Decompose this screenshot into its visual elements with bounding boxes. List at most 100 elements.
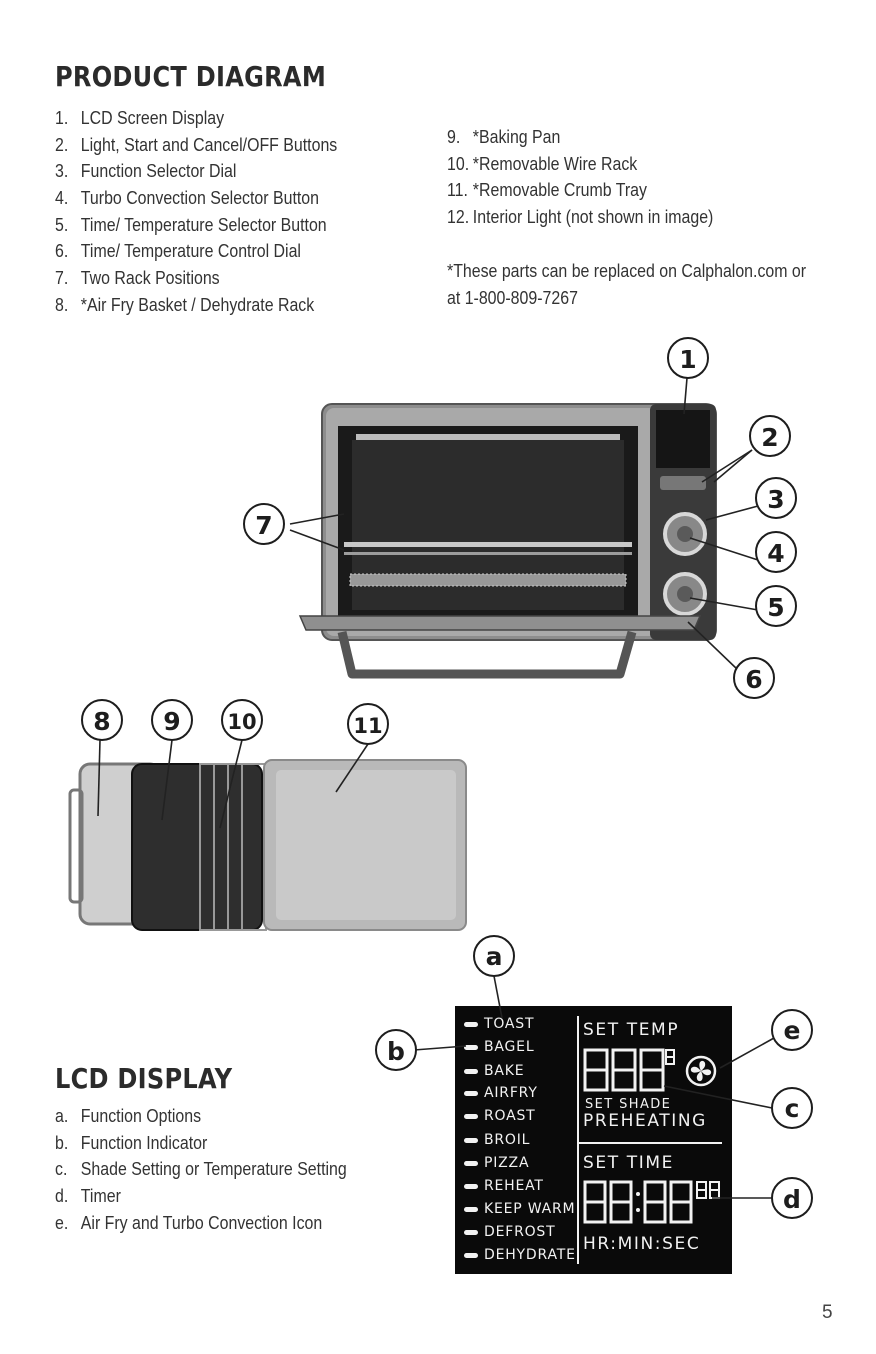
list-item: e.Air Fry and Turbo Convection Icon [55,1211,323,1233]
panel-lcd [656,410,710,468]
page-number: 5 [822,1302,833,1323]
callout-a: a [473,935,515,977]
time-temp-button [677,586,693,602]
callout-7: 7 [243,503,285,545]
function-option: PIZZA [464,1155,529,1171]
callout-d: d [771,1177,813,1219]
callout-label: 4 [767,539,784,568]
callout-label: 7 [255,511,272,540]
list-item: 11.*Removable Crumb Tray [447,179,647,201]
lcd-screen: TOAST BAGEL BAKE AIRFRY ROAST BROIL PIZZ… [455,1006,732,1274]
bottom-element [349,573,627,587]
set-shade-label: SET SHADE [585,1097,672,1112]
callout-label: 2 [761,423,778,452]
callout-label: d [783,1185,801,1214]
callout-e: e [771,1009,813,1051]
callout-label: e [784,1016,801,1045]
callout-4: 4 [755,531,797,573]
door-handle [337,630,637,679]
list-item: 3.Function Selector Dial [55,160,237,182]
function-indicator [464,1090,478,1096]
function-indicator [464,1113,478,1119]
oven-illustration [68,377,759,931]
callout-label: b [387,1037,405,1066]
function-indicator [464,1160,478,1166]
function-option: AIRFRY [464,1085,538,1101]
list-item: 4.Turbo Convection Selector Button [55,187,319,209]
list-item: 9.*Baking Pan [447,126,561,147]
callout-label: 3 [767,485,784,514]
callout-9: 9 [151,699,193,741]
list-item: 8.*Air Fry Basket / Dehydrate Rack [55,293,315,315]
function-indicator [464,1229,478,1235]
callout-label: a [486,942,503,971]
parts-list-left: 1.LCD Screen Display 2.Light, Start and … [55,105,415,319]
function-indicator [464,1183,478,1189]
callout-b: b [375,1029,417,1071]
list-item: 12.Interior Light (not shown in image) [447,206,714,228]
function-option: DEHYDRATE [464,1247,576,1263]
list-item: a.Function Options [55,1105,202,1126]
function-option: KEEP WARM [464,1201,575,1217]
function-option: REHEAT [464,1178,544,1194]
function-option: BROIL [464,1132,530,1148]
top-element [356,434,620,440]
time-digits [583,1180,720,1224]
product-callouts: 1 2 3 4 5 6 7 8 9 10 11 [81,337,797,745]
list-item: b.Function Indicator [55,1131,208,1153]
callout-label: 1 [679,345,696,374]
list-item: 2.Light, Start and Cancel/OFF Buttons [55,133,338,155]
callout-label: 9 [163,707,180,736]
callout-label: 11 [353,714,382,738]
callout-3: 3 [755,477,797,519]
callout-2: 2 [749,415,791,457]
set-time-label: SET TIME [583,1153,674,1173]
turbo-button [677,526,693,542]
callout-1: 1 [667,337,709,379]
preheating-label: PREHEATING [583,1111,707,1131]
function-option: DEFROST [464,1224,555,1240]
crumb-tray-inner [276,770,456,920]
product-diagram-title: PRODUCT DIAGRAM [55,60,327,93]
oven-door [298,615,702,631]
lcd-display-title: LCD DISPLAY [55,1062,233,1095]
lcd-callouts: a b c d e [375,935,813,1219]
function-indicator [464,1206,478,1212]
callout-c: c [771,1087,813,1129]
lcd-legend-list: a.Function Options b.Function Indicator … [55,1103,415,1236]
list-item: 7.Two Rack Positions [55,267,220,289]
function-indicator [464,1044,478,1050]
function-option: ROAST [464,1108,536,1124]
function-indicator [464,1021,478,1027]
list-item: 10.*Removable Wire Rack [447,152,638,174]
list-item: d.Timer [55,1185,121,1207]
callout-6: 6 [733,657,775,699]
callout-10: 10 [221,699,263,741]
leader-lines [97,377,759,829]
list-item: 6.Time/ Temperature Control Dial [55,240,301,262]
lcd-divider-horizontal [577,1142,722,1144]
list-item: 5.Time/ Temperature Selector Button [55,213,327,235]
panel-buttons [660,476,706,490]
function-indicator [464,1068,478,1074]
function-option: TOAST [464,1016,534,1032]
list-item: c.Shade Setting or Temperature Setting [55,1158,347,1180]
list-item: 1.LCD Screen Display [55,107,225,128]
fan-icon [685,1055,717,1087]
parts-list-right: 9.*Baking Pan 10.*Removable Wire Rack 11… [447,124,847,231]
lcd-divider-vertical [577,1016,579,1264]
callout-label: 10 [227,710,256,734]
function-option: BAGEL [464,1039,534,1055]
callout-5: 5 [755,585,797,627]
wire-rack [199,763,267,931]
hr-min-sec-label: HR:MIN:SEC [583,1234,701,1254]
callout-label: 6 [745,665,762,694]
callout-11: 11 [347,703,389,745]
set-temp-label: SET TEMP [583,1020,680,1040]
replacement-note: *These parts can be replaced on Calphalo… [447,260,807,308]
callout-label: c [785,1094,800,1123]
function-option: BAKE [464,1063,524,1079]
callout-8: 8 [81,699,123,741]
function-indicator [464,1137,478,1143]
callout-label: 5 [767,593,784,622]
